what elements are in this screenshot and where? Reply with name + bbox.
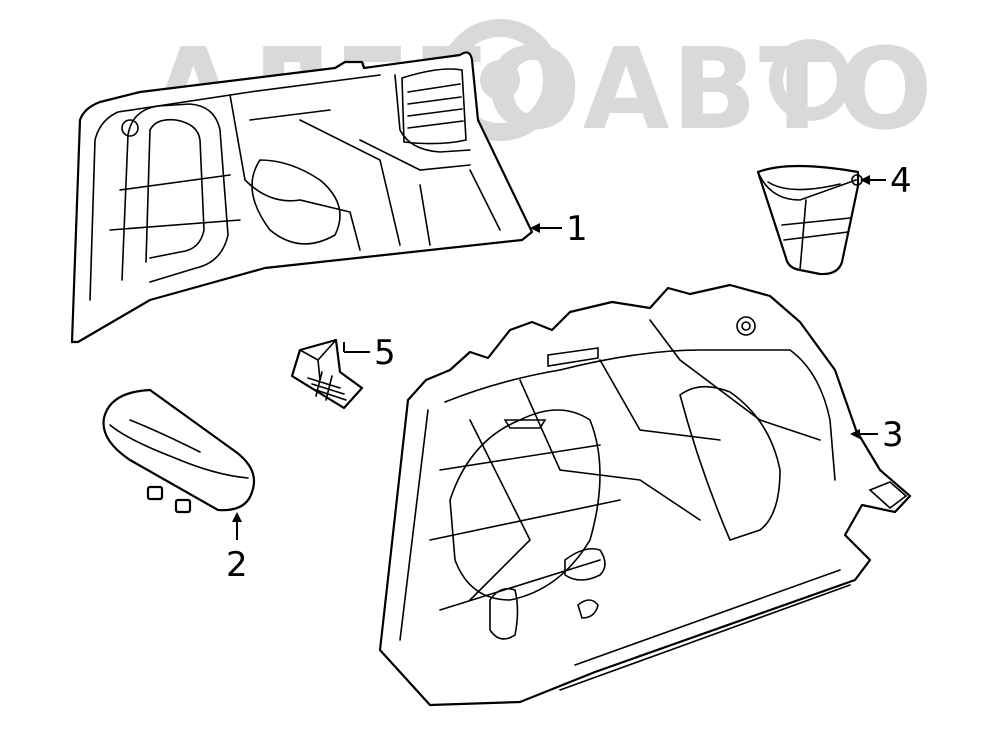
part-4-storage-bin: [756, 164, 863, 276]
callout-3: 3: [882, 415, 904, 455]
callout-5: 5: [374, 333, 396, 373]
part-3-lower-quarter-trim: [378, 283, 912, 707]
callout-1: 1: [566, 209, 588, 249]
callout-leaders: [232, 175, 886, 540]
vent-grille: [401, 68, 467, 145]
part-2-cover-pad: [102, 388, 256, 514]
callout-4: 4: [890, 161, 912, 201]
logo-ring-icon: [769, 39, 851, 121]
part-5-bracket-clip: [290, 338, 364, 410]
callout-2: 2: [226, 545, 248, 585]
part-1-upper-quarter-trim: [70, 51, 534, 344]
